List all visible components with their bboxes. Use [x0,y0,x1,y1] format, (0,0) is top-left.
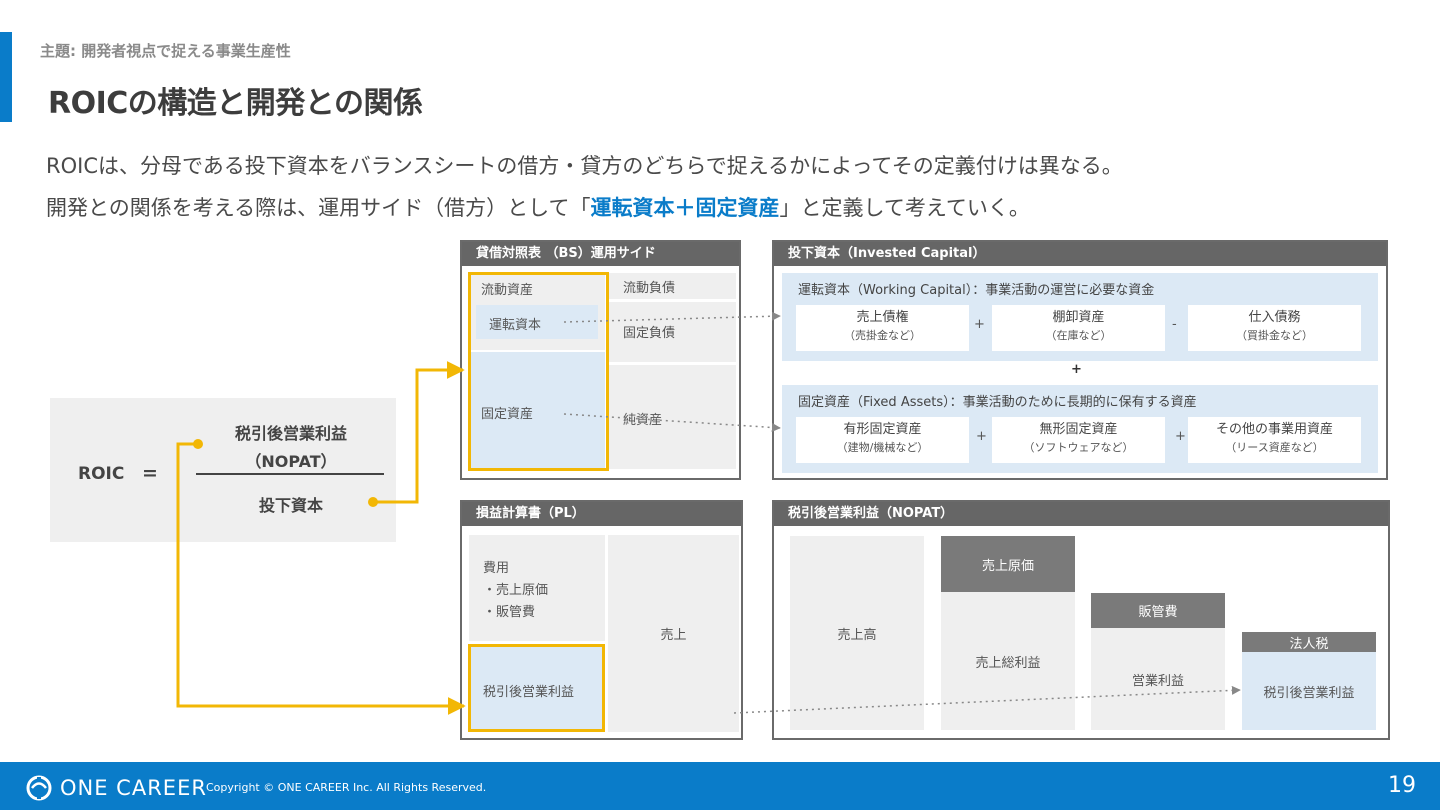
ic-fa-op-2: + [1175,429,1186,444]
ic-panel-title: 投下資本（Invested Capital） [774,242,1386,266]
footer-logo-text: ONE CAREER [60,776,207,800]
fraction-bar [196,473,384,475]
ic-wc-item-inventory-sub: （在庫など） [1045,329,1112,342]
ic-fa-title: 固定資産（Fixed Assets）：事業活動のために長期的に保有する資産 [798,395,1197,410]
nopat-panel: 税引後営業利益（NOPAT） 売上高 売上原価 売上総利益 販管費 営業利益 法… [772,500,1390,740]
ic-fa-item-intangible: 無形固定資産 （ソフトウェアなど） [992,417,1165,463]
ic-wc-item-payables-label: 仕入債務 [1248,310,1301,325]
bs-current-liabilities-label: 流動負債 [623,281,676,296]
pl-sales-label: 売上 [660,628,687,643]
bs-fixed-assets: 固定資産 [469,352,605,469]
bs-net-assets: 純資産 [608,365,736,469]
lead-line-2-pre: 開発との関係を考える際は、運用サイド（借方）として「 [46,196,591,220]
bs-current-liabilities: 流動負債 [608,273,736,299]
topic-label: 主題: 開発者視点で捉える事業生産性 [40,42,291,60]
lead-line-2: 開発との関係を考える際は、運用サイド（借方）として「運転資本＋固定資産」と定義し… [46,192,1030,222]
nopat-gross-profit-label: 売上総利益 [975,655,1041,671]
bs-panel-title: 貸借対照表 （BS）運用サイド [462,242,739,266]
ic-wc-item-payables: 仕入債務 （買掛金など） [1188,305,1361,351]
ic-fa-item-tangible-label: 有形固定資産 [843,422,922,437]
one-career-logo-icon [26,775,52,801]
nopat-sga-label: 販管費 [1138,605,1178,620]
ic-wc-op-2: - [1172,317,1177,332]
pl-highlight-frame [468,644,605,732]
page-number: 19 [1388,773,1416,798]
ic-plus: + [1071,362,1082,377]
bs-working-capital: 運転資本 [476,305,598,339]
nopat-cogs-label: 売上原価 [981,558,1034,574]
bs-net-assets-label: 純資産 [623,413,663,428]
lead-highlight: 運転資本＋固定資産 [590,196,780,220]
ic-wc-item-receivables: 売上債権 （売掛金など） [796,305,969,351]
ic-wc-item-inventory: 棚卸資産 （在庫など） [992,305,1165,351]
lead-line-1: ROICは、分母である投下資本をバランスシートの借方・貸方のどちらで捉えるかによ… [46,154,1123,178]
nopat-cogs: 売上原価 [941,536,1075,592]
nopat-revenue: 売上高 [790,536,924,730]
bs-fixed-liabilities-label: 固定負債 [623,326,676,341]
bs-panel: 貸借対照表 （BS）運用サイド 流動資産 運転資本 固定資産 流動負債 固定負債… [460,240,741,480]
ic-wc-title: 運転資本（Working Capital）：事業活動の運営に必要な資金 [798,283,1155,298]
ic-fa-item-other-sub: （リース資産など） [1225,441,1324,454]
pl-panel: 損益計算書（PL） 費用 ・売上原価 ・販管費 税引後営業利益 売上 [460,500,743,740]
ic-fa-item-intangible-sub: （ソフトウェアなど） [1023,441,1134,454]
pl-nopat: 税引後営業利益 [469,644,605,732]
nopat-operating-profit: 営業利益 [1091,628,1225,730]
formula-numerator-1: 税引後営業利益 [234,424,347,443]
formula-equals: = [142,462,158,484]
bs-highlight-frame [468,272,609,471]
invested-capital-panel: 投下資本（Invested Capital） 運転資本（Working Capi… [772,240,1388,480]
pl-expenses: 費用 ・売上原価 ・販管費 [469,535,605,641]
lead-line-2-post: 」と定義して考えていく。 [779,196,1030,220]
nopat-nopat: 税引後営業利益 [1242,652,1376,730]
nopat-gross-profit: 売上総利益 [941,592,1075,730]
bs-current-assets-label: 流動資産 [481,283,534,298]
pl-expenses-item-2: ・販管費 [483,605,536,620]
ic-fa-item-intangible-label: 無形固定資産 [1039,422,1118,437]
pl-expenses-title: 費用 [483,561,510,576]
ic-wc-item-inventory-label: 棚卸資産 [1052,310,1105,325]
accent-bar [0,32,12,122]
nopat-panel-title: 税引後営業利益（NOPAT） [774,502,1388,526]
ic-working-capital-section: 運転資本（Working Capital）：事業活動の運営に必要な資金 売上債権… [782,273,1378,361]
nopat-tax-label: 法人税 [1289,636,1329,652]
pl-expenses-item-1: ・売上原価 [483,583,549,598]
ic-fixed-assets-section: 固定資産（Fixed Assets）：事業活動のために長期的に保有する資産 有形… [782,385,1378,473]
formula-numerator-2: （NOPAT） [245,452,337,471]
footer-copyright: Copyright © ONE CAREER Inc. All Rights R… [206,781,487,794]
ic-wc-item-payables-sub: （買掛金など） [1236,329,1313,342]
pl-panel-title: 損益計算書（PL） [462,502,741,526]
nopat-nopat-label: 税引後営業利益 [1263,685,1355,701]
ic-fa-item-tangible: 有形固定資産 （建物/機械など） [796,417,969,463]
nopat-revenue-label: 売上高 [837,627,877,643]
ic-wc-op-1: + [974,317,985,332]
pl-sales: 売上 [608,535,739,732]
page-title: ROICの構造と開発との関係 [48,86,423,121]
bs-fixed-liabilities: 固定負債 [608,302,736,362]
bs-working-capital-label: 運転資本 [489,318,542,333]
ic-fa-item-tangible-sub: （建物/機械など） [836,441,929,454]
nopat-operating-profit-label: 営業利益 [1131,673,1184,689]
nopat-tax: 法人税 [1242,632,1376,652]
ic-fa-op-1: + [976,429,987,444]
roic-formula-box: ROIC = 税引後営業利益 （NOPAT） 投下資本 [50,398,396,542]
ic-wc-item-receivables-label: 売上債権 [856,310,909,325]
ic-wc-item-receivables-sub: （売掛金など） [844,329,921,342]
nopat-sga: 販管費 [1091,593,1225,628]
ic-fa-item-other-label: その他の事業用資産 [1215,422,1333,437]
formula-denominator: 投下資本 [258,496,323,515]
pl-nopat-label: 税引後営業利益 [483,685,575,700]
ic-fa-item-other: その他の事業用資産 （リース資産など） [1188,417,1361,463]
formula-lhs: ROIC [78,464,125,484]
footer-bar [0,762,1440,810]
bs-fixed-assets-label: 固定資産 [481,407,534,422]
